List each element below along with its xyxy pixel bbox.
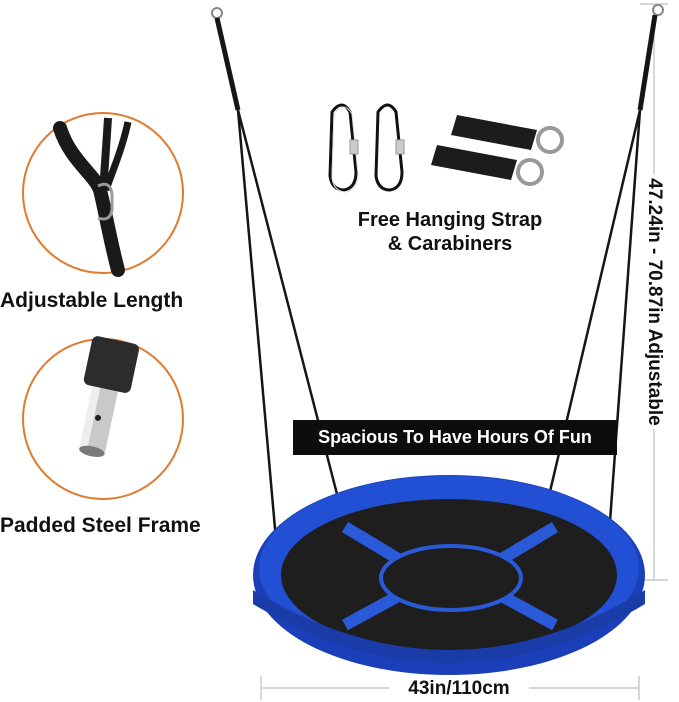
- carabiners: [328, 103, 405, 193]
- adjustable-length-circle: [22, 112, 184, 277]
- width-dimension-label: 43in/110cm: [389, 678, 529, 700]
- feature-label-adjustable-length: Adjustable Length: [0, 289, 184, 312]
- hanging-straps: [431, 115, 564, 186]
- saucer-swing-seat: [253, 475, 645, 675]
- padded-steel-frame-circle: [22, 336, 184, 500]
- height-dimension-label: 47.24in - 70.87in Adjustable: [643, 174, 665, 430]
- feature-label-padded-steel-frame: Padded Steel Frame: [0, 514, 201, 537]
- spacious-banner: Spacious To Have Hours Of Fun: [293, 420, 617, 455]
- accessories-caption-line1: Free Hanging Strap: [357, 209, 543, 231]
- accessories-caption-line2: & Carabiners: [387, 233, 513, 255]
